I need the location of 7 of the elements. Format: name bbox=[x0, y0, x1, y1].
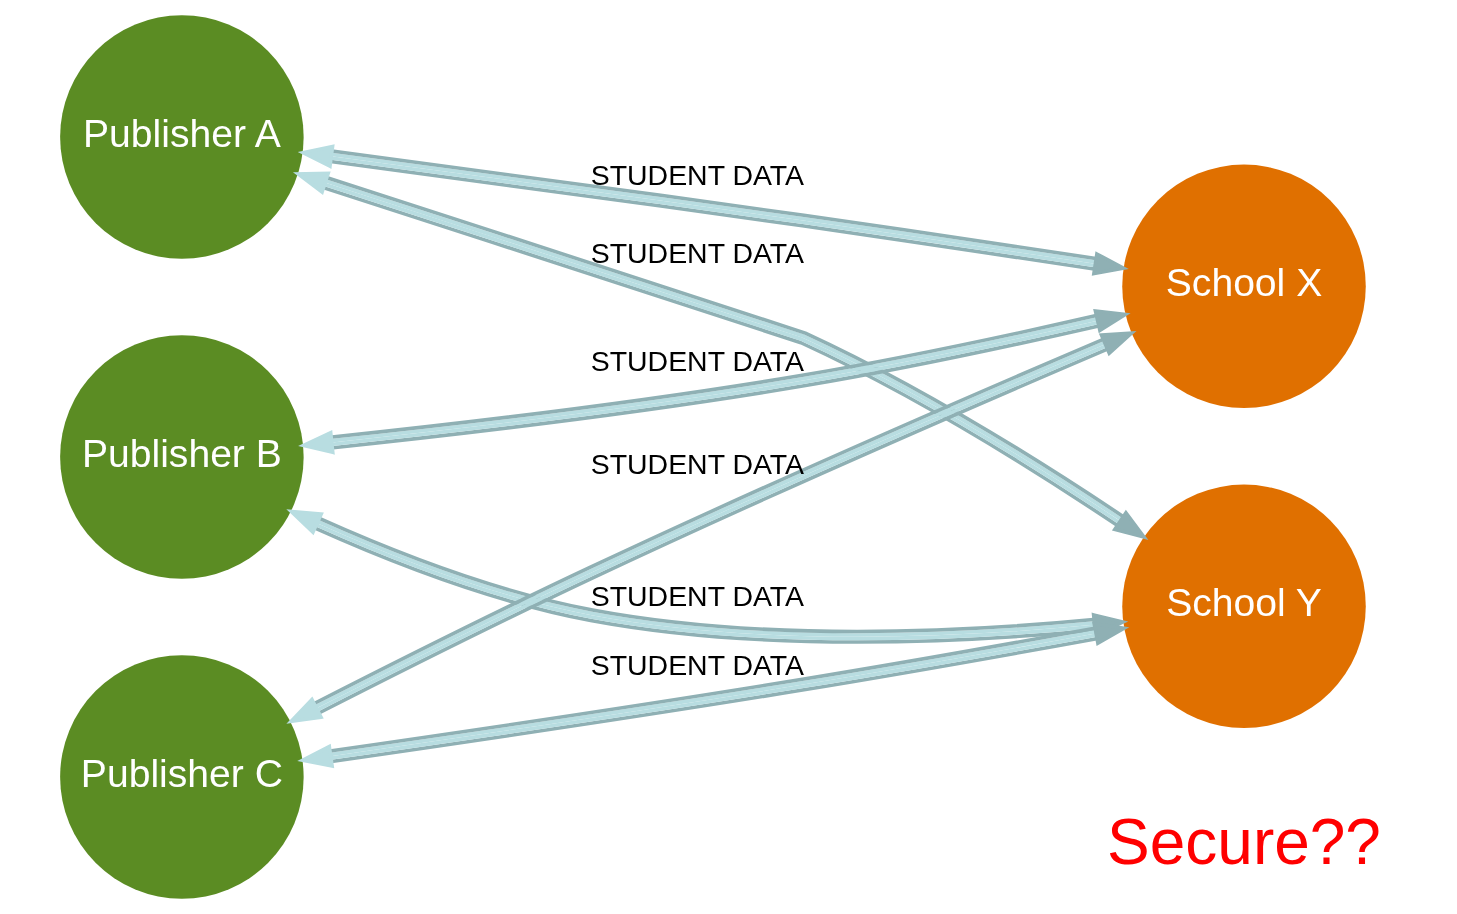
edge-label: STUDENT DATA bbox=[590, 649, 805, 682]
edge-label: STUDENT DATA bbox=[590, 345, 805, 378]
edge-label: STUDENT DATA bbox=[590, 579, 805, 612]
edge-label: STUDENT DATA bbox=[590, 236, 805, 269]
edge-label: STUDENT DATA bbox=[590, 158, 805, 191]
edge-label: STUDENT DATA bbox=[590, 448, 805, 481]
label: Secure?? bbox=[1107, 805, 1381, 878]
